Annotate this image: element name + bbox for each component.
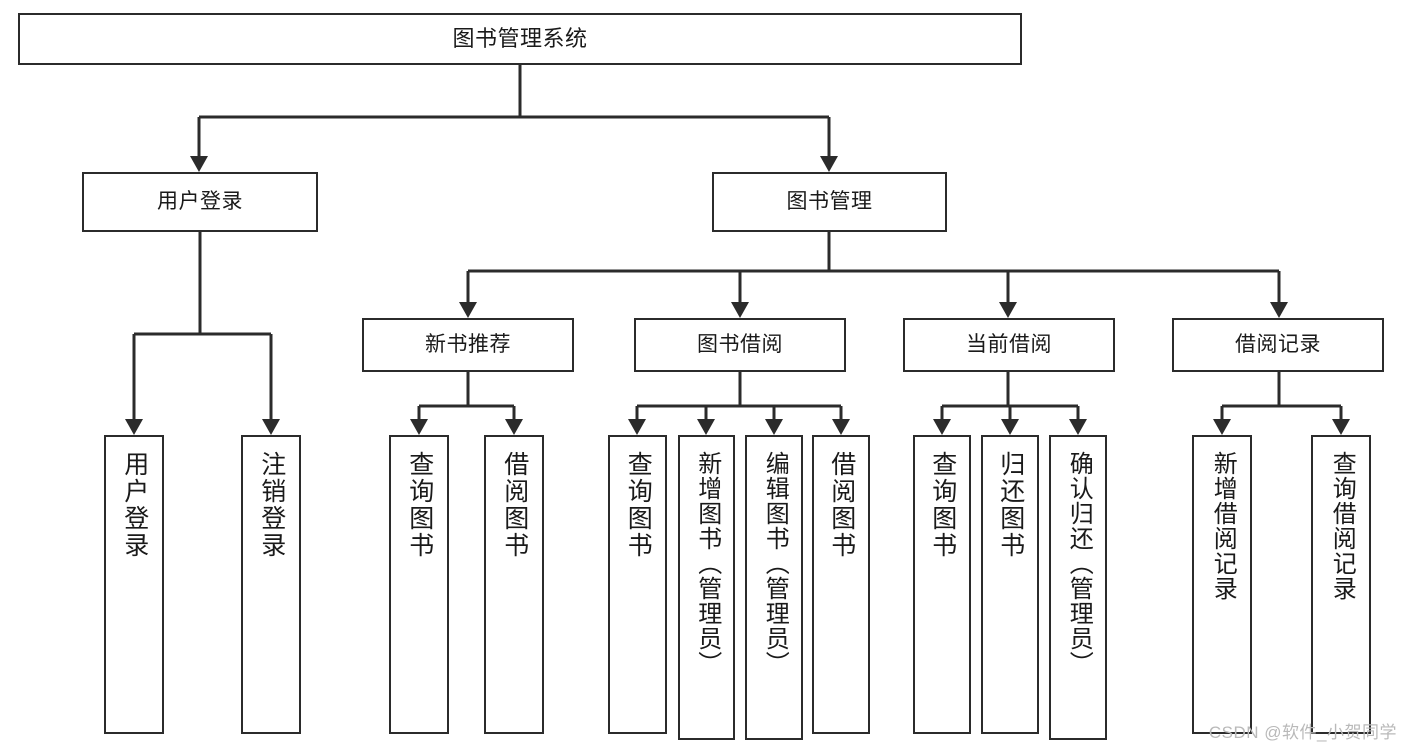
node-l12[interactable]: 新增借阅记录 [1192, 435, 1252, 734]
node-label: 查询图书 [928, 451, 957, 559]
node-l2[interactable]: 注销登录 [241, 435, 301, 734]
node-root[interactable]: 图书管理系统 [18, 13, 1022, 65]
node-n-book[interactable]: 图书管理 [712, 172, 947, 232]
node-label: 查询图书 [624, 451, 653, 559]
node-label: 新增图书（管理员） [693, 451, 721, 676]
node-label: 图书管理系统 [452, 26, 588, 52]
arrowhead-icon [459, 302, 477, 318]
arrowhead-icon [190, 156, 208, 172]
arrowhead-icon [1270, 302, 1288, 318]
arrowhead-icon [505, 419, 523, 435]
node-label: 用户登录 [157, 189, 243, 213]
arrowhead-icon [1213, 419, 1231, 435]
arrowhead-icon [765, 419, 783, 435]
node-label: 新增借阅记录 [1209, 451, 1237, 601]
node-label: 查询图书 [405, 451, 434, 559]
node-label: 注销登录 [257, 451, 286, 559]
arrowhead-icon [832, 419, 850, 435]
arrowhead-icon [933, 419, 951, 435]
arrowhead-icon [125, 419, 143, 435]
node-label: 借阅图书 [500, 451, 529, 559]
node-l10[interactable]: 归还图书 [981, 435, 1039, 734]
arrowhead-icon [731, 302, 749, 318]
node-n-borrow[interactable]: 图书借阅 [634, 318, 846, 372]
node-l6[interactable]: 新增图书（管理员） [678, 435, 735, 740]
node-l7[interactable]: 编辑图书（管理员） [745, 435, 803, 740]
node-l11[interactable]: 确认归还（管理员） [1049, 435, 1107, 740]
arrowhead-icon [1332, 419, 1350, 435]
arrowhead-icon [820, 156, 838, 172]
node-label: 借阅记录 [1235, 332, 1321, 356]
arrowhead-icon [1001, 419, 1019, 435]
node-label: 新书推荐 [425, 332, 511, 356]
node-label: 当前借阅 [966, 332, 1052, 356]
node-label: 用户登录 [120, 451, 149, 559]
node-label: 确认归还（管理员） [1065, 451, 1093, 676]
node-label: 查询借阅记录 [1328, 451, 1356, 601]
node-l3[interactable]: 查询图书 [389, 435, 449, 734]
node-l13[interactable]: 查询借阅记录 [1311, 435, 1371, 734]
node-label: 编辑图书（管理员） [761, 451, 789, 676]
arrowhead-icon [410, 419, 428, 435]
node-l1[interactable]: 用户登录 [104, 435, 164, 734]
node-label: 借阅图书 [827, 451, 856, 559]
arrowhead-icon [697, 419, 715, 435]
node-l4[interactable]: 借阅图书 [484, 435, 544, 734]
node-label: 图书管理 [786, 189, 873, 213]
watermark-label: CSDN @软件_小贺同学 [1208, 723, 1397, 742]
arrowhead-icon [262, 419, 280, 435]
arrowhead-icon [999, 302, 1017, 318]
arrowhead-icon [628, 419, 646, 435]
node-n-hist[interactable]: 借阅记录 [1172, 318, 1384, 372]
node-n-login[interactable]: 用户登录 [82, 172, 318, 232]
node-n-cur[interactable]: 当前借阅 [903, 318, 1115, 372]
node-label: 归还图书 [996, 451, 1025, 559]
node-l9[interactable]: 查询图书 [913, 435, 971, 734]
node-n-rec[interactable]: 新书推荐 [362, 318, 574, 372]
node-l8[interactable]: 借阅图书 [812, 435, 870, 734]
node-label: 图书借阅 [697, 332, 783, 356]
node-l5[interactable]: 查询图书 [608, 435, 667, 734]
arrowhead-icon [1069, 419, 1087, 435]
